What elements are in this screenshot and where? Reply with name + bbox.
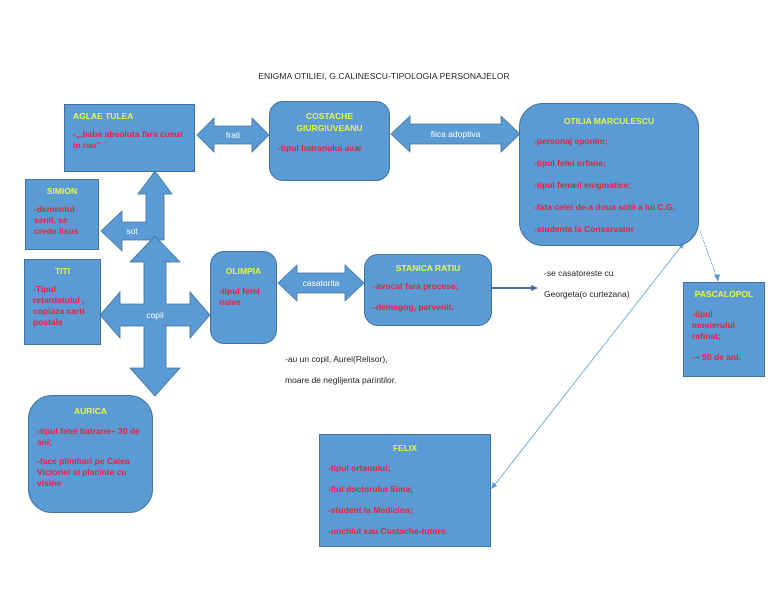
georgeta-arrowhead <box>531 285 538 291</box>
copii-four-way-arrow <box>99 235 211 397</box>
otilia-felix-connector <box>492 243 684 488</box>
node-trait: -studenta la Conservator <box>534 224 635 234</box>
node-trait: -tipul fetei batrane~ 30 de ani; <box>37 426 140 447</box>
node-name: FELIX <box>392 443 418 453</box>
felix-arrowhead <box>491 482 497 489</box>
node-trait: -„,baba absoluta fara cusur in rau” <box>73 129 184 150</box>
node-otilia-marculescu[interactable]: OTILIA MARCULESCU -personaj eponim; -tip… <box>519 103 699 246</box>
node-simion[interactable]: SIMION -dementul senil, se crede Iisus <box>25 179 99 250</box>
node-felix[interactable]: FELIX -tipul orfanului; -fiul doctorului… <box>319 434 491 547</box>
note-line: Georgeta(o curtezana) <box>544 289 630 299</box>
node-trait: -dementul senil, se crede Iisus <box>34 204 79 236</box>
node-trait: -tipul fetei orfane; <box>534 158 606 168</box>
node-trait: -avocat fara procese; <box>373 281 459 291</box>
note-line: moare de neglijenta parintilor. <box>285 375 397 385</box>
node-trait: -student la Medicina; <box>328 505 413 515</box>
diagram-title: ENIGMA OTILIEI, G.CALINESCU-TIPOLOGIA PE… <box>258 71 510 81</box>
node-trait: -personaj eponim; <box>534 136 608 146</box>
node-costache-giurgiuveanu[interactable]: COSTACHE GIURGIUVEANU -tipul batranului … <box>269 101 390 181</box>
pascalopol-arrowhead <box>714 274 720 282</box>
note-line: -au un copil, Aurel(Relisor), <box>285 354 388 364</box>
node-trait: -unchiul sau Costache-tutore. <box>328 526 448 536</box>
node-trait: -tipul femeii enigmatice; <box>534 180 632 190</box>
node-name: OTILIA MARCULESCU <box>563 116 655 126</box>
node-trait: -fiul doctorului Sima; <box>328 484 413 494</box>
node-name: AURICA <box>73 406 108 416</box>
node-pascalopol[interactable]: PASCALOPOL -tipul mosierului rafinat; -~… <box>683 282 765 377</box>
note-aurel: -au un copil, Aurel(Relisor), moare de n… <box>285 354 397 386</box>
sot-bent-arrow <box>100 170 173 252</box>
frati-label: frati <box>225 130 241 140</box>
sot-label: sot <box>126 226 138 236</box>
node-trait: -tipul mosierului rafinat; <box>692 309 735 341</box>
node-trait: -face plimbari pe Calea Victoriei si pla… <box>37 456 130 488</box>
node-trait: -tipul fetei naive <box>219 286 260 307</box>
node-trait: -Tipul retardatului , copiaza carti post… <box>33 284 85 327</box>
node-trait: -fata celei de-a doua sotii a lui C.G. <box>534 202 675 212</box>
node-titi[interactable]: TITI -Tipul retardatului , copiaza carti… <box>24 259 101 345</box>
note-georgeta: -se casatoreste cu Georgeta(o curtezana) <box>544 268 630 300</box>
node-aurica[interactable]: AURICA -tipul fetei batrane~ 30 de ani; … <box>28 395 153 513</box>
node-aglae-tulea[interactable]: AGLAE TULEA -„,baba absoluta fara cusur … <box>64 104 195 172</box>
node-stanica-ratiu[interactable]: STANICA RATIU -avocat fara procese; -dem… <box>364 254 492 326</box>
node-name: SIMION <box>46 186 78 196</box>
node-trait: -tipul orfanului; <box>328 463 391 473</box>
casatorita-label: casatorita <box>302 278 340 288</box>
node-name: OLIMPIA <box>225 266 262 276</box>
node-name: STANICA RATIU <box>395 263 461 273</box>
node-trait: -~ 50 de ani. <box>692 352 741 362</box>
node-name: PASCALOPOL <box>694 289 754 299</box>
otilia-pascalopol-connector <box>699 230 718 279</box>
node-name: COSTACHE GIURGIUVEANU <box>296 111 363 133</box>
node-name: AGLAE TULEA <box>73 111 134 121</box>
node-trait: -tipul batranului avar <box>278 143 363 153</box>
fiica-adoptiva-label: fiica adoptiva <box>430 129 481 139</box>
node-trait: -demagog, parvenit. <box>373 302 454 312</box>
node-name: TITI <box>54 266 71 276</box>
note-line: -se casatoreste cu <box>544 268 614 278</box>
node-olimpia[interactable]: OLIMPIA -tipul fetei naive <box>210 251 277 344</box>
copii-label: copii <box>146 310 164 320</box>
